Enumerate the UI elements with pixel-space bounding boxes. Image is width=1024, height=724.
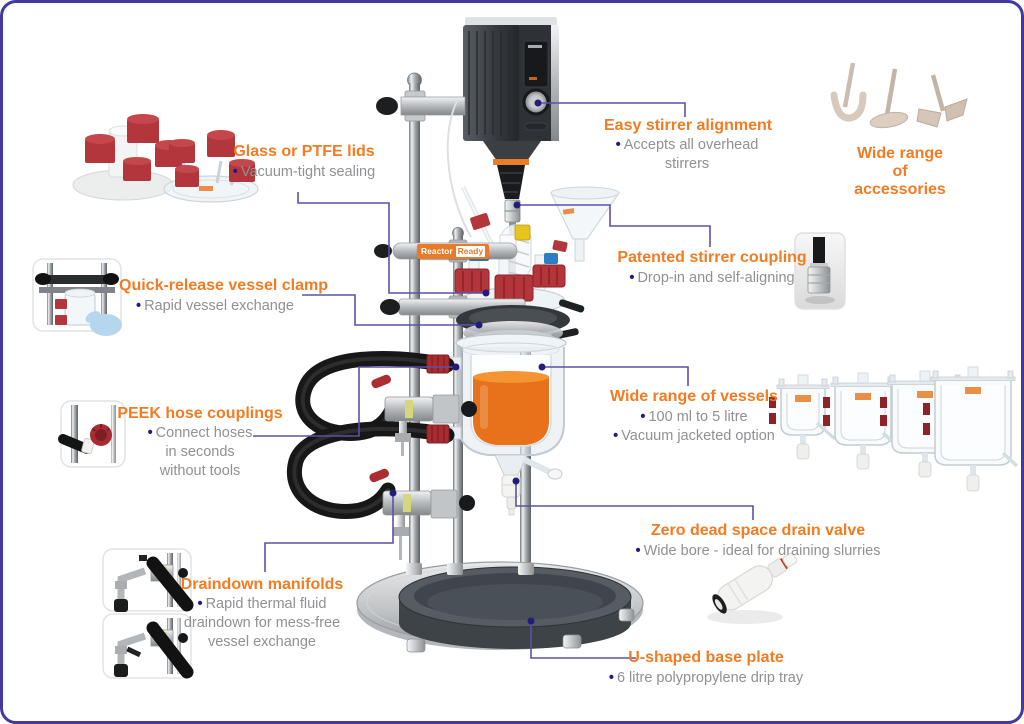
callout-bullet: •Wide bore - ideal for draining slurries — [635, 542, 881, 559]
callout-bullet: •Rapid thermal fluid draindown for mess-… — [183, 595, 341, 650]
connector-stirrer-coupling — [520, 204, 711, 247]
anchor-dot-base-plate — [527, 617, 535, 625]
vessel-5litre — [923, 366, 1019, 492]
callout-patented-stirrer-coupling: Patented stirrer coupling •Drop-in and s… — [613, 249, 811, 288]
callout-peek-hose-couplings: PEEK hose couplings •Connect hoses in se… — [113, 405, 287, 480]
connector-drain-valve — [515, 483, 754, 520]
vessels-photo — [769, 366, 1019, 492]
stirrer-coupling-photo — [794, 232, 846, 310]
anchor-dot-stirrer-coupling — [513, 201, 521, 209]
callout-title: Wide range of vessels — [610, 388, 778, 405]
stirrer-display — [523, 40, 549, 88]
vessel-clamp-photo — [32, 258, 122, 336]
callout-title: Quick-release vessel clamp — [119, 277, 329, 294]
anchor-dot-vessel-clamp — [475, 321, 483, 329]
orange-liquid — [473, 377, 549, 445]
manifold-photo-2 — [102, 613, 194, 679]
thermal-hoses — [286, 351, 455, 519]
bullet-dot: • — [147, 424, 153, 441]
probe-cable — [446, 100, 472, 238]
connector-lines — [253, 99, 754, 659]
hose-couplings-and-manifolds — [369, 354, 477, 560]
callout-easy-stirrer-alignment: Easy stirrer alignment •Accepts all over… — [604, 117, 773, 174]
callout-bullet: •Vacuum jacketed option — [613, 427, 775, 444]
bullet-dot: • — [640, 408, 646, 425]
bullet-dot: • — [135, 297, 142, 314]
callout-title: Patented stirrer coupling — [617, 249, 807, 266]
sign-ready-label: Ready — [455, 246, 486, 257]
anchor-dot-stirrer-alignment — [534, 99, 542, 107]
accessories-photo — [830, 62, 968, 129]
connector-vessel-clamp — [302, 294, 476, 326]
callout-quick-release-vessel-clamp: Quick-release vessel clamp •Rapid vessel… — [119, 277, 329, 316]
callout-bullet: •Vacuum-tight sealing — [232, 163, 376, 180]
callout-bullet: •Accepts all overhead stirrers — [615, 136, 759, 172]
vessel-medium — [823, 372, 903, 470]
callout-draindown-manifolds: Draindown manifolds •Rapid thermal fluid… — [174, 576, 350, 651]
callout-title: Draindown manifolds — [180, 576, 344, 593]
callout-title: U-shaped base plate — [628, 649, 784, 666]
callout-glass-ptfe-lids: Glass or PTFE lids •Vacuum-tight sealing — [183, 143, 425, 182]
connector-stirrer-alignment — [541, 102, 686, 117]
callout-bullet: •Drop-in and self-aligning — [629, 269, 795, 286]
peek-coupling-photo — [58, 400, 126, 468]
callout-title: Easy stirrer alignment — [604, 117, 773, 134]
callout-title: Wide range of accessories — [854, 145, 946, 198]
drain-valve-photo — [707, 552, 798, 624]
lids-photo — [72, 114, 259, 203]
sign-reactor-label: Reactor — [421, 246, 453, 256]
callout-u-shaped-base-plate: U-shaped base plate •6 litre polypropyle… — [601, 649, 811, 688]
callout-zero-dead-space-drain-valve: Zero dead space drain valve •Wide bore -… — [633, 522, 883, 561]
bullet-dot: • — [615, 136, 621, 153]
anchor-dot-manifolds — [389, 489, 397, 497]
overhead-stirrer — [463, 17, 559, 306]
bullet-dot: • — [613, 427, 619, 444]
callout-title: PEEK hose couplings — [117, 405, 283, 422]
anchor-dot-lids — [482, 289, 490, 297]
bullet-dot: • — [608, 669, 614, 686]
stirrer-support-arm — [376, 90, 472, 238]
anchor-dot-peek — [452, 363, 460, 371]
connector-base-plate — [530, 623, 636, 659]
manifold-photo-1 — [102, 548, 194, 612]
connector-peek — [253, 366, 453, 437]
callout-bullet: •100 ml to 5 litre — [640, 408, 748, 425]
bullet-dot: • — [635, 542, 641, 559]
bullet-dot: • — [232, 163, 238, 180]
bullet-dot: • — [197, 595, 203, 612]
callout-wide-range-vessels: Wide range of vessels •100 ml to 5 litre… — [601, 388, 787, 446]
callout-title: Glass or PTFE lids — [233, 143, 375, 160]
connector-vessels — [545, 366, 689, 386]
vessel-100ml — [769, 374, 837, 460]
connector-manifolds — [264, 496, 394, 572]
anchor-dot-drain-valve — [512, 477, 520, 485]
callout-wide-range-accessories: Wide range of accessories — [848, 145, 952, 199]
bullet-dot: • — [629, 269, 635, 286]
base-plate-and-drip-tray — [356, 561, 644, 653]
lid-red-caps — [454, 264, 566, 302]
connector-lids — [297, 192, 483, 294]
reactor-illustration — [32, 17, 1019, 679]
callout-title: Zero dead space drain valve — [650, 522, 866, 539]
callout-bullet: •6 litre polypropylene drip tray — [608, 669, 804, 686]
callout-bullet: •Rapid vessel exchange — [135, 297, 294, 314]
reaction-vessel — [448, 333, 567, 516]
callout-bullet: •Connect hoses in seconds without tools — [147, 424, 253, 479]
anchor-dot-vessels — [538, 363, 546, 371]
